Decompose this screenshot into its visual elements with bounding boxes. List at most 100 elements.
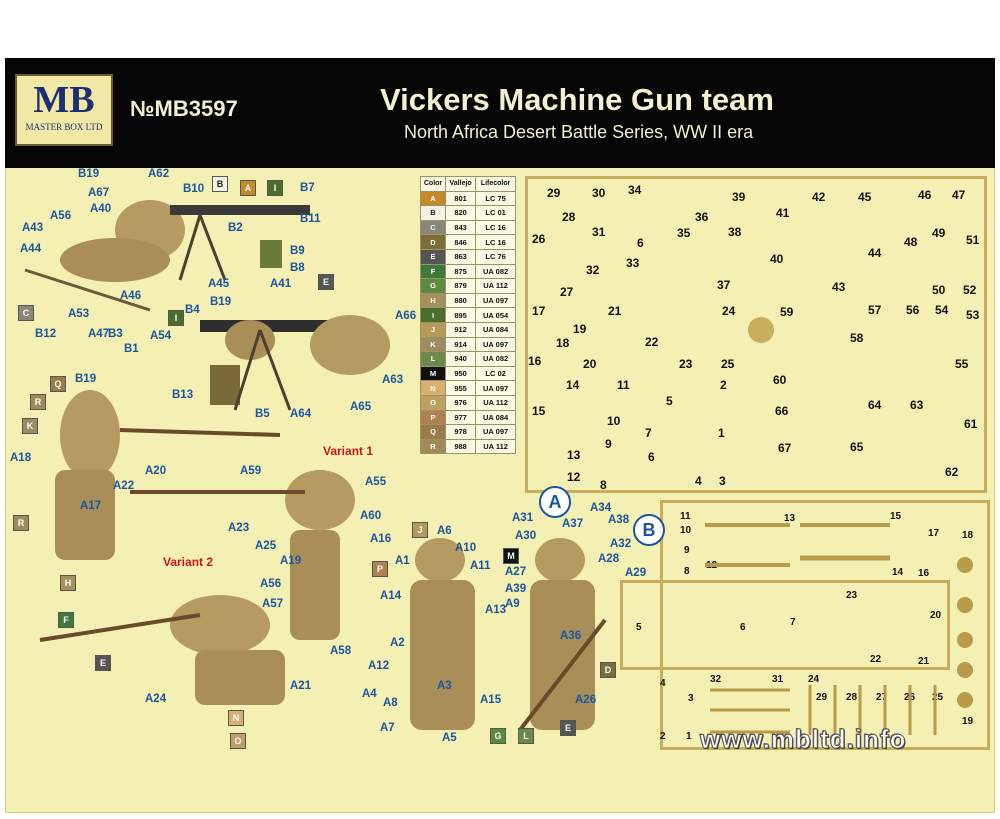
callout-b-part: B7	[300, 182, 315, 194]
callout-a-part: A53	[68, 308, 90, 320]
part-number: 22	[645, 335, 659, 349]
callout-a-part: A34	[590, 502, 612, 514]
website-url: www.mbltd.info	[700, 724, 907, 755]
callout-a-part: A59	[240, 465, 262, 477]
part-number: 25	[721, 357, 735, 371]
part-number: 67	[778, 441, 792, 455]
callout-b-part: B13	[172, 389, 194, 401]
callout-a-part: A7	[380, 722, 395, 734]
part-number: 11	[617, 378, 630, 392]
vallejo-code: 988	[444, 438, 477, 455]
callout-b-part: B3	[108, 328, 123, 340]
part-number: 31	[772, 674, 784, 685]
callout-a-part: A8	[383, 697, 398, 709]
lifecolor-code: LC 75	[475, 190, 516, 207]
part-number: 56	[906, 303, 920, 317]
callout-a-part: A5	[442, 732, 457, 744]
callout-a-part: A54	[150, 330, 172, 342]
part-number: 1	[718, 426, 725, 440]
part-number: 61	[964, 417, 978, 431]
callout-a-part: A32	[610, 538, 632, 550]
part-number: 65	[850, 440, 864, 454]
part-number: 44	[868, 246, 882, 260]
part-number: 11	[680, 511, 691, 522]
vallejo-code: 875	[444, 263, 477, 280]
part-number: 6	[637, 236, 644, 250]
soldier-figure-4	[225, 320, 275, 360]
callout-a-part: A67	[88, 187, 110, 199]
callout-a-part: A63	[382, 374, 404, 386]
callout-a-part: A13	[485, 604, 507, 616]
part-number: 66	[775, 404, 789, 418]
part-number: 43	[832, 280, 846, 294]
soldier-figure-6	[285, 470, 355, 530]
part-number: 57	[868, 303, 882, 317]
callout-a-part: A1	[395, 555, 410, 567]
part-number: 12	[567, 470, 581, 484]
part-number: 24	[808, 674, 820, 685]
vallejo-code: 843	[444, 219, 477, 236]
part-number: 27	[560, 285, 574, 299]
lifecolor-code: LC 01	[475, 205, 516, 221]
color-code-box: E	[318, 274, 334, 290]
part-number: 30	[592, 186, 606, 200]
sprue-a-frame	[525, 176, 987, 493]
callout-a-part: A16	[370, 533, 392, 545]
callout-a-part: A19	[280, 555, 302, 567]
vallejo-code: 846	[444, 234, 477, 250]
color-swatch: O	[420, 394, 446, 411]
callout-b-part: B19	[210, 296, 232, 308]
callout-b-part: B19	[75, 373, 97, 385]
callout-a-part: A47	[88, 328, 110, 340]
part-number: 48	[904, 235, 918, 249]
rifle-4	[518, 618, 607, 732]
part-number: 39	[732, 190, 746, 204]
color-swatch: C	[420, 219, 446, 236]
callout-a-part: A58	[330, 645, 352, 657]
part-number: 4	[695, 474, 702, 488]
color-code-box: I	[267, 180, 283, 196]
ammo-box	[210, 365, 240, 405]
part-number: 28	[562, 210, 576, 224]
header-bar	[5, 58, 995, 168]
part-number: 30	[776, 731, 788, 742]
lifecolor-code: UA 097	[475, 424, 516, 440]
lifecolor-code: UA 054	[475, 307, 516, 323]
callout-a-part: A46	[120, 290, 142, 302]
lifecolor-code: UA 112	[475, 278, 516, 294]
lifecolor-code: UA 097	[475, 336, 516, 353]
callout-a-part: A62	[148, 168, 170, 180]
callout-a-part: A12	[368, 660, 390, 672]
callout-a-part: A36	[560, 630, 582, 642]
part-number: 64	[868, 398, 882, 412]
soldier-figure-5	[60, 390, 120, 480]
color-code-box: L	[518, 728, 534, 744]
soldier-figure-7	[170, 595, 270, 655]
vallejo-code: 820	[444, 205, 477, 221]
callout-a-part: A3	[437, 680, 452, 692]
callout-b-part: B10	[183, 183, 205, 195]
callout-b-part: B12	[35, 328, 57, 340]
color-code-box: I	[168, 310, 184, 326]
part-number: 2	[660, 731, 666, 742]
color-code-box: J	[412, 522, 428, 538]
part-number: 6	[648, 450, 655, 464]
part-number: 40	[770, 252, 784, 266]
callout-a-part: A56	[260, 578, 282, 590]
part-number: 22	[870, 654, 882, 665]
part-number: 38	[728, 225, 742, 239]
vallejo-code: 976	[444, 394, 477, 411]
part-number: 10	[607, 414, 621, 428]
soldier-figure-3	[310, 315, 390, 375]
vallejo-code: 895	[444, 307, 477, 323]
part-number: 3	[688, 693, 694, 704]
color-code-box: D	[600, 662, 616, 678]
part-number: 41	[776, 206, 790, 220]
part-number: 50	[932, 283, 946, 297]
callout-a-part: A21	[290, 680, 312, 692]
